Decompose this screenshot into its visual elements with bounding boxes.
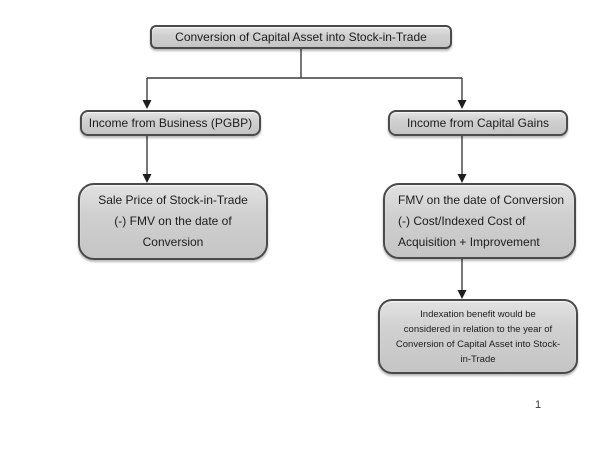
capital-gains-computation-line-1: FMV on the date of Conversion <box>398 192 565 207</box>
arrowhead-branch-left <box>142 100 152 109</box>
indexation-note-line-2: considered in relation to the year of <box>403 323 553 335</box>
indexation-note-line-1: Indexation benefit would be <box>420 308 536 320</box>
flowchart-box-capital-gains-computation: FMV on the date of Conversion (-) Cost/I… <box>383 183 576 259</box>
arrowhead-business-computation <box>142 174 152 183</box>
business-computation-line-1: Sale Price of Stock-in-Trade <box>98 193 248 207</box>
flowchart-box-income-business-label: Income from Business (PGBP) <box>88 115 253 130</box>
flowchart-box-indexation-note: Indexation benefit would be considered i… <box>378 299 578 374</box>
arrowhead-branch-right <box>457 100 467 109</box>
business-computation-line-3: Conversion <box>142 235 204 249</box>
capital-gains-computation-line-3: Acquisition + Improvement <box>398 234 540 249</box>
business-computation-line-2: (-) FMV on the date of <box>114 214 232 228</box>
flowchart-box-root-label: Conversion of Capital Asset into Stock-i… <box>175 29 427 44</box>
indexation-note-line-3: Conversion of Capital Asset into Stock- <box>395 338 561 350</box>
arrowhead-capitalgains-computation <box>457 174 467 183</box>
indexation-note-line-4: in-Trade <box>460 353 496 365</box>
arrowhead-indexation-note <box>457 290 467 299</box>
flowchart-box-income-capital-gains-label: Income from Capital Gains <box>406 115 550 130</box>
capital-gains-computation-line-2: (-) Cost/Indexed Cost of <box>398 213 526 228</box>
flowchart-box-income-capital-gains: Income from Capital Gains <box>388 110 568 136</box>
page-number: 1 <box>534 399 542 411</box>
flowchart-box-business-computation: Sale Price of Stock-in-Trade (-) FMV on … <box>78 183 268 260</box>
flowchart-box-income-business: Income from Business (PGBP) <box>80 110 261 136</box>
flowchart-box-root: Conversion of Capital Asset into Stock-i… <box>150 25 452 49</box>
